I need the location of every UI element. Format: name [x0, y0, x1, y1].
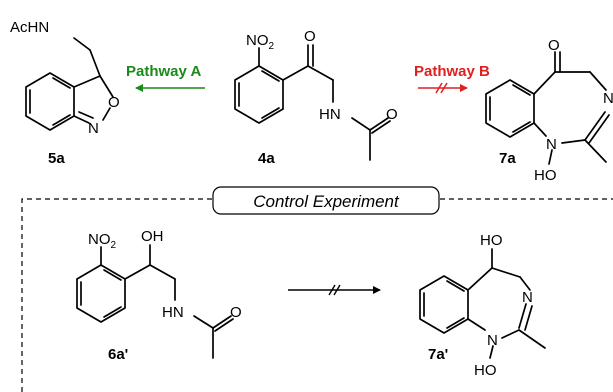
acetamide-group-label: AcHN	[10, 19, 49, 36]
nitro-subscript-6a: 2	[111, 240, 117, 251]
pathway-b-blocked-mark-2	[440, 82, 448, 94]
hydroxyl-oh-label: OH	[141, 228, 164, 245]
imine-nitrogen-label-7a-prime: N	[522, 289, 533, 306]
pathway-b-blocked-mark	[435, 82, 443, 94]
nitro-group-label-6a: NO2	[88, 231, 117, 251]
ketone-oxygen-label: O	[304, 28, 316, 45]
control-experiment-frame	[21, 198, 613, 392]
imine-nitrogen-label: N	[603, 90, 613, 107]
control-blocked-mark-2	[333, 284, 341, 296]
hydroxylamine-nitrogen-label-7a-prime: N	[487, 332, 498, 349]
nitro-text: NO	[246, 32, 269, 49]
amide-oxygen-label: O	[386, 106, 398, 123]
nitro-group-label: NO2	[246, 32, 275, 52]
nitro-text-6a: NO	[88, 231, 111, 248]
control-experiment-badge	[212, 186, 440, 215]
compound-6a-prime-label: 6a'	[108, 346, 128, 363]
pathway-a-label: Pathway A	[126, 63, 201, 80]
hydroxyl-ho-label: HO	[480, 232, 503, 249]
compound-5a-structure	[25, 37, 114, 131]
compound-7a-label: 7a	[499, 150, 516, 167]
compound-5a-label: 5a	[48, 150, 65, 167]
n-hydroxyl-label-7a-prime: HO	[474, 362, 497, 379]
pathway-b-label: Pathway B	[414, 63, 490, 80]
benzodiazepinone-oxygen-label: O	[548, 37, 560, 54]
amide-nh-label: HN	[319, 106, 341, 123]
compound-7a-prime-label: 7a'	[428, 346, 448, 363]
hydroxylamine-nitrogen-label: N	[546, 136, 557, 153]
control-blocked-mark	[328, 284, 336, 296]
amide-oxygen-label-6a: O	[230, 304, 242, 321]
n-hydroxyl-label: HO	[534, 167, 557, 184]
compound-4a-structure	[234, 44, 391, 161]
compound-4a-label: 4a	[258, 150, 275, 167]
isoxazole-nitrogen-label: N	[88, 120, 99, 137]
isoxazole-oxygen-label: O	[108, 94, 120, 111]
nitro-subscript: 2	[269, 41, 275, 52]
compound-7a-structure	[485, 51, 610, 165]
amide-nh-label-6a: HN	[162, 304, 184, 321]
control-experiment-title: Control Experiment	[253, 192, 400, 211]
compound-7a-prime-structure	[419, 248, 546, 359]
compound-6a-prime-structure	[76, 244, 234, 359]
